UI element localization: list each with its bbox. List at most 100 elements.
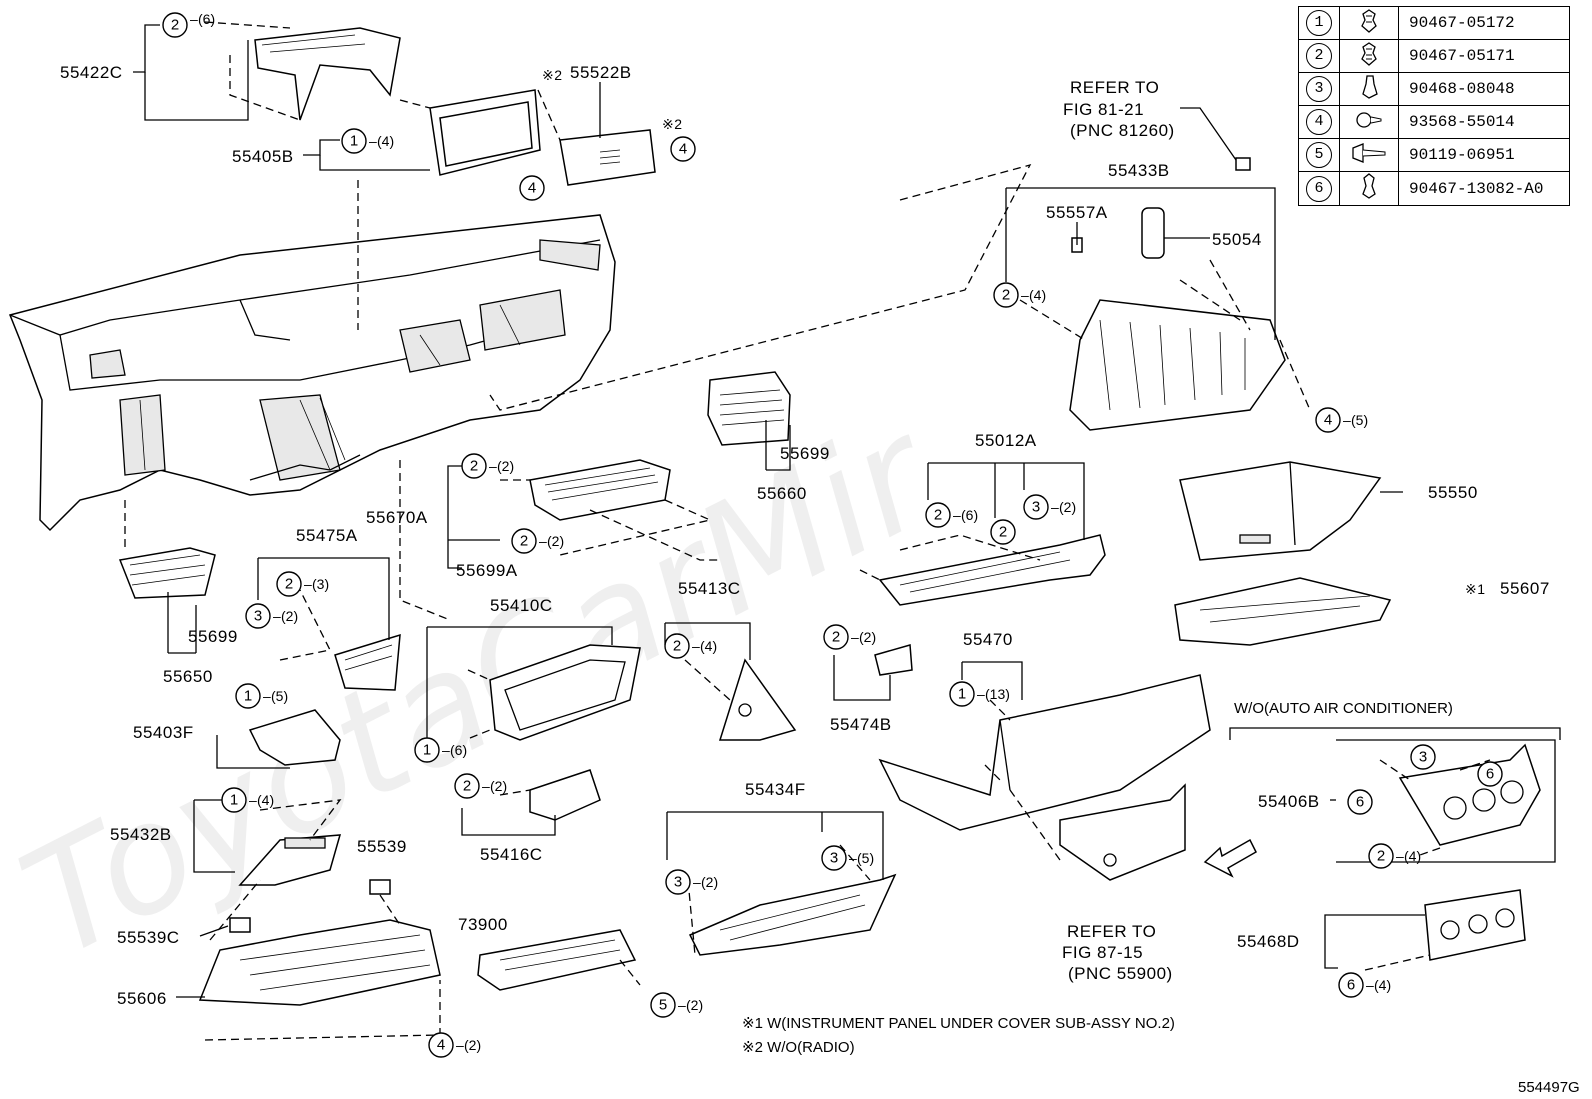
part-55012A bbox=[878, 534, 1106, 606]
legend-part-number: 90467-13082-A0 bbox=[1398, 171, 1570, 206]
clip-icon bbox=[1362, 173, 1376, 199]
svg-text:4: 4 bbox=[1324, 412, 1332, 429]
svg-text:–: – bbox=[1021, 287, 1029, 303]
label-55660: 55660 bbox=[757, 484, 807, 503]
label-55413C: 55413C bbox=[678, 579, 741, 598]
svg-text:(5): (5) bbox=[271, 688, 288, 704]
svg-text:(4): (4) bbox=[377, 133, 394, 149]
svg-text:(6): (6) bbox=[961, 507, 978, 523]
mark2-label: ※2 bbox=[662, 116, 683, 132]
label-55433B: 55433B bbox=[1108, 161, 1170, 180]
part-55432B bbox=[238, 834, 342, 886]
svg-text:4: 4 bbox=[679, 141, 687, 158]
svg-text:6: 6 bbox=[1356, 794, 1364, 811]
label-55522B: 55522B bbox=[570, 63, 632, 82]
svg-text:3: 3 bbox=[1419, 749, 1427, 766]
svg-text:(4): (4) bbox=[700, 638, 717, 654]
svg-text:–: – bbox=[249, 792, 257, 808]
label-55550: 55550 bbox=[1428, 483, 1478, 502]
svg-text:3: 3 bbox=[674, 874, 682, 891]
callout: 3–(2) bbox=[1023, 494, 1076, 520]
callout: 2–(2) bbox=[461, 453, 514, 479]
leader-lines bbox=[133, 24, 1561, 998]
svg-text:–: – bbox=[489, 458, 497, 474]
svg-text:2: 2 bbox=[1002, 287, 1010, 304]
svg-text:1: 1 bbox=[244, 688, 252, 705]
part-55416C bbox=[529, 769, 601, 821]
part-55468D bbox=[1424, 889, 1526, 961]
svg-text:2: 2 bbox=[832, 629, 840, 646]
callout: 6 bbox=[1347, 789, 1373, 815]
part-55405B bbox=[429, 89, 541, 176]
callout: 5–(2) bbox=[650, 992, 703, 1018]
part-55606 bbox=[198, 919, 441, 1006]
callout: 3–(2) bbox=[665, 869, 718, 895]
svg-text:(2): (2) bbox=[1059, 499, 1076, 515]
svg-text:–: – bbox=[482, 778, 490, 794]
svg-text:1: 1 bbox=[230, 792, 238, 809]
legend-row: 4 93568-55014 bbox=[1298, 105, 1570, 139]
legend-num: 1 bbox=[1306, 10, 1332, 36]
refer-87-line1: REFER TO bbox=[1067, 922, 1156, 941]
part-55900 bbox=[1059, 783, 1186, 881]
legend-part-number: 93568-55014 bbox=[1398, 105, 1570, 139]
svg-text:3: 3 bbox=[1032, 499, 1040, 516]
svg-text:(2): (2) bbox=[686, 997, 703, 1013]
svg-text:–: – bbox=[977, 686, 985, 702]
svg-text:1: 1 bbox=[958, 686, 966, 703]
callout: 1–(5) bbox=[235, 683, 288, 709]
svg-text:(2): (2) bbox=[490, 778, 507, 794]
part-55470 bbox=[878, 674, 1211, 831]
callout: 6–(4) bbox=[1338, 972, 1391, 998]
label-55468D: 55468D bbox=[1237, 932, 1300, 951]
label-55054: 55054 bbox=[1212, 230, 1262, 249]
part-55522B bbox=[559, 129, 656, 186]
svg-text:–: – bbox=[693, 874, 701, 890]
svg-text:4: 4 bbox=[437, 1037, 445, 1054]
label-55650: 55650 bbox=[163, 667, 213, 686]
callout: 2–(3) bbox=[276, 571, 329, 597]
svg-text:2: 2 bbox=[171, 17, 179, 34]
legend-row: 3 90468-08048 bbox=[1298, 72, 1570, 106]
screw-icon bbox=[1356, 111, 1382, 128]
part-55054 bbox=[1141, 207, 1165, 259]
svg-text:1: 1 bbox=[350, 133, 358, 150]
part-55539C bbox=[229, 917, 251, 933]
callout: 2–(4) bbox=[664, 633, 717, 659]
svg-text:–: – bbox=[849, 850, 857, 866]
svg-text:3: 3 bbox=[254, 608, 262, 625]
legend-row: 1 90467-05172 bbox=[1298, 6, 1570, 40]
label-55403F: 55403F bbox=[133, 723, 194, 742]
callout: 2 bbox=[990, 519, 1016, 545]
refer-87-line3: (PNC 55900) bbox=[1068, 964, 1173, 983]
legend-num: 6 bbox=[1306, 175, 1332, 202]
label-55410C: 55410C bbox=[490, 596, 553, 615]
svg-text:–: – bbox=[1366, 977, 1374, 993]
part-55406B bbox=[1398, 743, 1541, 846]
mark1-label: ※2 bbox=[542, 67, 563, 83]
part-55422C bbox=[254, 27, 401, 121]
part-55550 bbox=[1179, 461, 1382, 561]
fastener-legend-table: 1 90467-05172 2 90467-05171 3 90468-0804… bbox=[1298, 6, 1570, 206]
svg-text:6: 6 bbox=[1347, 977, 1355, 994]
svg-text:–: – bbox=[190, 11, 198, 27]
callout: 1–(13) bbox=[949, 681, 1010, 707]
label-55012A: 55012A bbox=[975, 431, 1037, 450]
label-55699-b: 55699 bbox=[188, 627, 238, 646]
legend-num: 5 bbox=[1306, 142, 1332, 168]
legend-row: 6 90467-13082-A0 bbox=[1298, 171, 1570, 206]
instrument-panel-main bbox=[8, 214, 616, 532]
svg-text:–: – bbox=[456, 1037, 464, 1053]
legend-part-number: 90468-08048 bbox=[1398, 72, 1570, 106]
callout: 1–(4) bbox=[221, 787, 274, 813]
svg-text:(13): (13) bbox=[985, 686, 1010, 702]
svg-text:–: – bbox=[539, 533, 547, 549]
callout: 2–(2) bbox=[511, 528, 564, 554]
part-55413C bbox=[718, 658, 797, 741]
part-81260-clip bbox=[1235, 157, 1251, 171]
legend-part-number: 90467-05172 bbox=[1398, 6, 1570, 40]
callout: 1–(6) bbox=[414, 737, 467, 763]
label-55606: 55606 bbox=[117, 989, 167, 1008]
part-55607 bbox=[1174, 577, 1392, 646]
